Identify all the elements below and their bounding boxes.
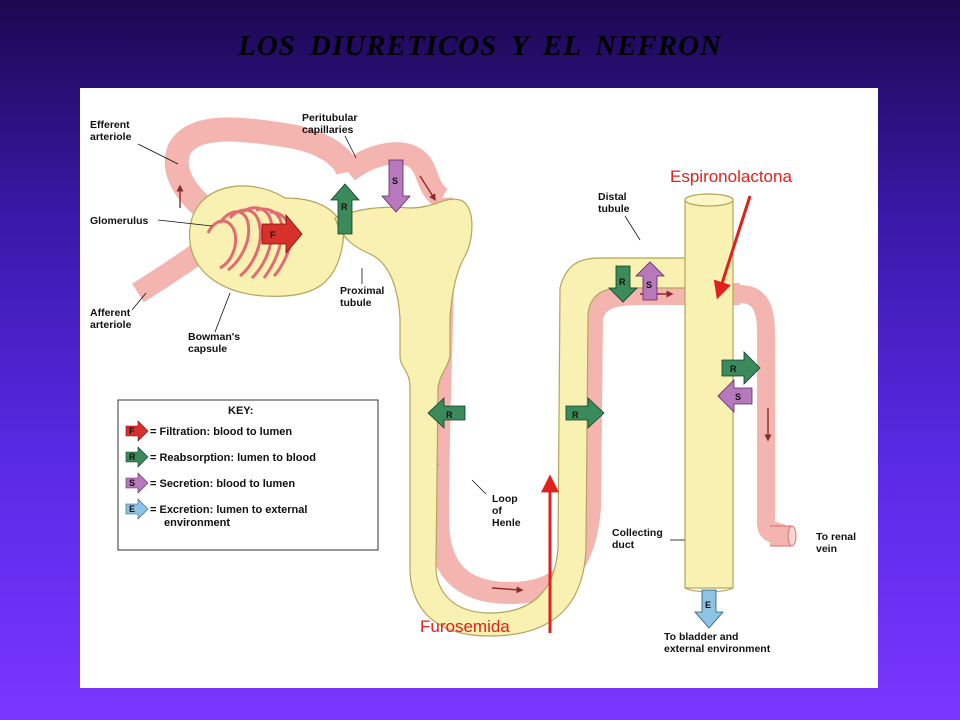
key-item-secretion: S = Secretion: blood to lumen (125, 472, 295, 494)
label-afferent-1: Afferent (90, 307, 131, 319)
label-renal-vein-2: vein (816, 543, 837, 555)
label-collecting-2: duct (612, 539, 635, 551)
svg-text:R: R (129, 452, 136, 462)
svg-text:E: E (129, 504, 135, 514)
label-proximal-1: Proximal (340, 285, 384, 297)
key-item-reabsorption: R = Reabsorption: lumen to blood (125, 446, 316, 468)
renal-vein-end (770, 525, 797, 547)
label-renal-vein-1: To renal (816, 531, 856, 543)
label-bladder-2: external environment (664, 643, 771, 655)
label-espironolactona: Espironolactona (670, 167, 792, 186)
peritubular-capillary-top (341, 142, 449, 208)
svg-text:R: R (730, 364, 737, 374)
drug-annotation-furosemida: Furosemida (420, 474, 559, 636)
label-bladder-1: To bladder and (664, 631, 738, 643)
reabsorption-arrow-proximal: R (330, 183, 360, 235)
key-item-excretion: E = Excretion: lumen to external environ… (125, 498, 307, 529)
key-text-excretion: = Excretion: lumen to external (150, 504, 307, 516)
filtration-arrow-glomerulus: F (261, 213, 303, 255)
label-bowmans-2: capsule (188, 343, 227, 355)
peritubular-capillary-right (739, 285, 791, 545)
nephron-svg: F R S R R R S R S E Effe (90, 112, 856, 655)
secretion-arrow-proximal: S (381, 159, 411, 213)
efferent-arteriole-vessel (164, 117, 360, 237)
label-bowmans-1: Bowman's (188, 331, 240, 343)
label-distal-1: Distal (598, 191, 627, 203)
svg-text:R: R (446, 410, 453, 420)
key-text-excretion-cont: environment (164, 517, 230, 529)
svg-text:F: F (129, 426, 135, 436)
collecting-duct-top (684, 193, 734, 207)
label-collecting-1: Collecting (612, 527, 663, 539)
label-efferent-2: arteriole (90, 131, 132, 143)
key-text-reabsorption: = Reabsorption: lumen to blood (150, 452, 316, 464)
key-box: KEY: F = Filtration: blood to lumen R = … (117, 399, 379, 551)
label-glomerulus: Glomerulus (90, 215, 149, 227)
label-furosemida: Furosemida (420, 617, 510, 636)
svg-text:R: R (619, 277, 626, 287)
label-peritubular-1: Peritubular (302, 112, 357, 124)
reabsorption-arrow-descending: R (427, 397, 466, 429)
secretion-arrow-distal: S (635, 261, 665, 301)
key-title: KEY: (228, 405, 253, 417)
label-loop-1: Loop (492, 493, 518, 505)
label-peritubular-2: capillaries (302, 124, 354, 136)
excretion-arrow-collecting: E (694, 589, 724, 629)
slide-title: LOS DIURETICOS Y EL NEFRON (237, 30, 722, 62)
svg-text:S: S (646, 280, 652, 290)
reabsorption-arrow-ascending: R (565, 397, 605, 429)
key-text-secretion: = Secretion: blood to lumen (150, 478, 295, 490)
key-item-filtration: F = Filtration: blood to lumen (125, 420, 292, 442)
structure-labels: Efferent arteriole Peritubular capillari… (90, 112, 856, 655)
svg-text:S: S (129, 478, 135, 488)
svg-text:E: E (705, 600, 711, 610)
label-loop-3: Henle (492, 517, 521, 529)
proximal-tubule (334, 198, 696, 637)
label-afferent-2: arteriole (90, 319, 132, 331)
label-proximal-2: tubule (340, 297, 372, 309)
nephron-diagram: F R S R R R S R S E Effe (80, 88, 878, 688)
reabsorption-arrow-collecting: R (721, 351, 761, 385)
reabsorption-arrow-distal: R (608, 265, 638, 303)
svg-text:R: R (572, 410, 579, 420)
label-efferent-1: Efferent (90, 119, 130, 131)
label-distal-2: tubule (598, 203, 630, 215)
label-loop-2: of (492, 505, 502, 517)
svg-text:S: S (735, 392, 741, 402)
svg-text:S: S (392, 176, 398, 186)
svg-text:R: R (341, 202, 348, 212)
svg-text:F: F (270, 230, 276, 240)
secretion-arrow-collecting: S (717, 379, 753, 413)
key-text-filtration: = Filtration: blood to lumen (150, 426, 292, 438)
drug-annotation-espironolactona: Espironolactona (670, 167, 792, 300)
